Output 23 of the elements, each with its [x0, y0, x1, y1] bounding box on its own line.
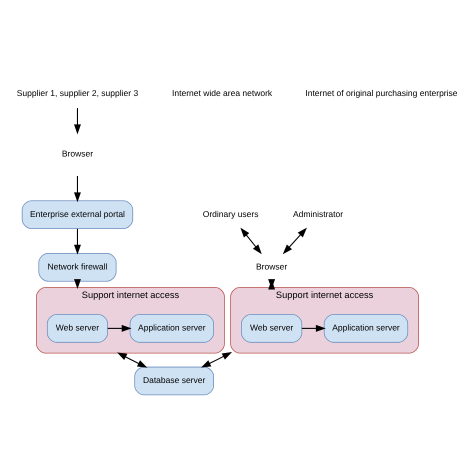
arrow: [282, 227, 307, 254]
node-text: Ordinary users: [202, 208, 258, 218]
node-text: Administrator: [292, 208, 344, 218]
arrow: [302, 324, 326, 332]
arrow: [240, 227, 262, 254]
node-box: Web server: [241, 314, 302, 342]
arrow: [74, 228, 81, 254]
arrow: [200, 351, 232, 368]
node-box: Application server: [324, 314, 408, 342]
arrow: [74, 176, 81, 202]
arrow: [117, 352, 148, 368]
label: Internet wide area network: [172, 88, 272, 98]
arrow: [108, 324, 132, 332]
arrow: [74, 108, 81, 134]
node-box: Web server: [46, 314, 108, 342]
node-box: Database server: [134, 366, 214, 395]
node-text: Supplier 1, supplier 2, supplier 3: [16, 88, 138, 98]
node-text: Browser: [256, 260, 288, 271]
node-box: Enterprise external portal: [22, 200, 134, 228]
arrow: [268, 278, 276, 290]
node-text: Browser: [62, 148, 94, 158]
label: Internet of original purchasing enterprise: [305, 88, 458, 98]
node-box: Application server: [130, 314, 214, 342]
